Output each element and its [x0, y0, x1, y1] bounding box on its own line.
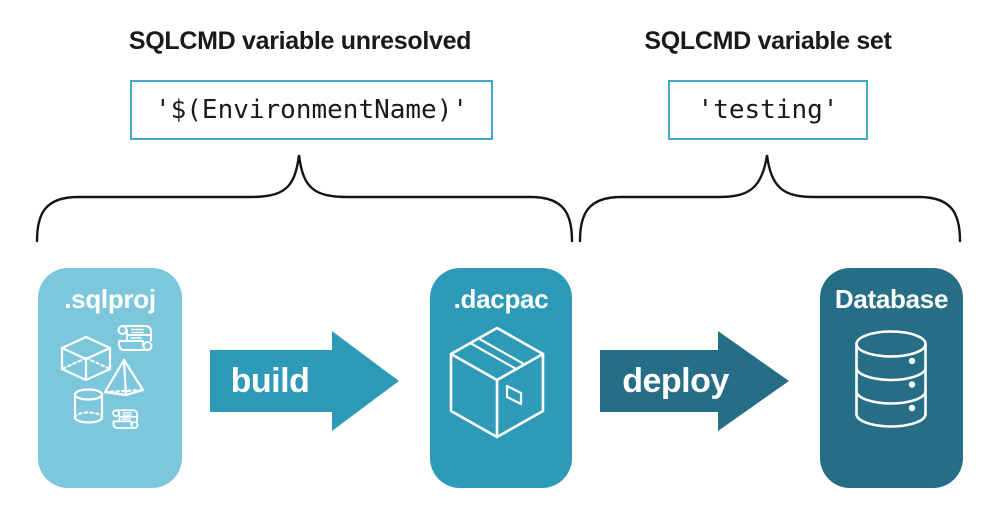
unresolved-variable-box: '$(EnvironmentName)' — [130, 80, 493, 140]
build-arrow-label: build — [230, 362, 310, 400]
package-box-icon — [449, 326, 545, 439]
set-variable-value: 'testing' — [697, 95, 839, 125]
deploy-arrow-label: deploy — [622, 362, 729, 400]
database-dots — [908, 357, 916, 412]
right-annotation-title: SQLCMD variable set — [644, 27, 892, 55]
scroll-icon — [117, 325, 153, 351]
stage-label-database: Database — [834, 284, 949, 314]
cylinder-icon — [73, 388, 104, 424]
sql-schema-objects-icon — [60, 325, 153, 429]
pyramid-icon — [103, 358, 145, 397]
database-cylinder-icon — [855, 330, 927, 428]
cube-icon — [60, 335, 112, 382]
stage-card-database: Database — [820, 268, 963, 488]
stage-label-sqlproj: .sqlproj — [64, 284, 156, 314]
database-outline — [855, 330, 927, 428]
left-annotation-title: SQLCMD variable unresolved — [128, 27, 472, 55]
left-brace-icon — [35, 154, 574, 243]
scroll-icon — [112, 409, 139, 429]
package-outline — [449, 326, 545, 439]
stage-label-dacpac: .dacpac — [453, 284, 549, 314]
stage-card-dacpac: .dacpac — [430, 268, 572, 488]
unresolved-variable-value: '$(EnvironmentName)' — [154, 95, 469, 125]
right-brace-icon — [578, 154, 962, 243]
set-variable-box: 'testing' — [668, 80, 868, 140]
stage-card-sqlproj: .sqlproj — [38, 268, 182, 488]
